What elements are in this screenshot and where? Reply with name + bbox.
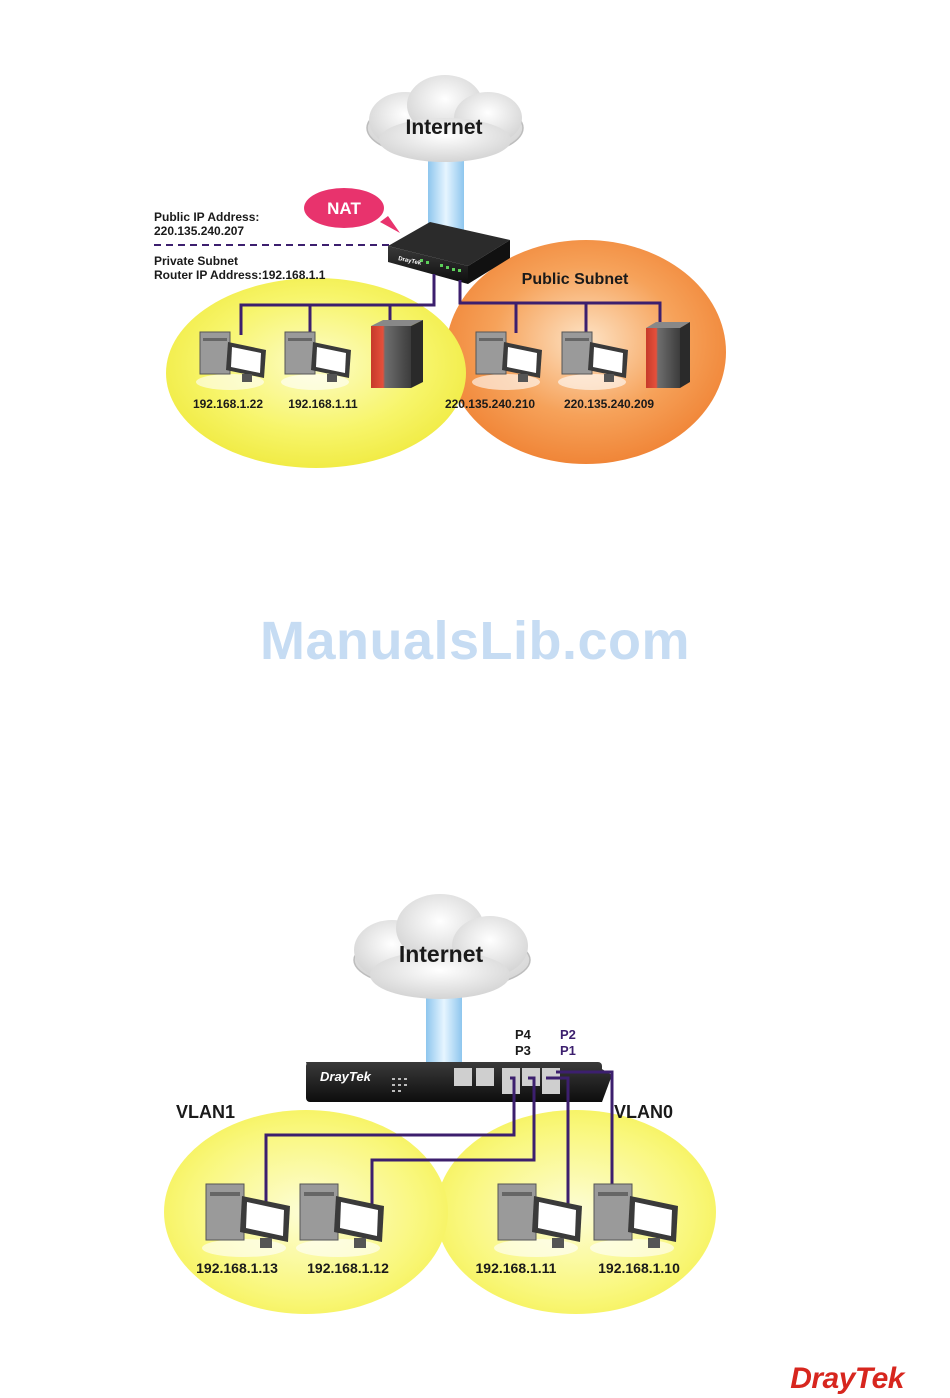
public-subnet-label: Public Subnet xyxy=(522,271,629,288)
host-label: 192.168.1.22 xyxy=(193,397,263,411)
draytek-logo: DrayTek xyxy=(790,1362,904,1396)
host-label: 192.168.1.11 xyxy=(476,1260,557,1276)
router-brand: DrayTek xyxy=(320,1069,372,1084)
diagram-nat: Internet NAT Public IP Address: 220.135.… xyxy=(154,75,726,468)
port-label-p1: P1 xyxy=(560,1043,576,1058)
port-label-p3: P3 xyxy=(515,1043,531,1058)
router-icon: DrayTek xyxy=(306,1062,612,1102)
host-label: 192.168.1.12 xyxy=(307,1260,389,1276)
nat-label: NAT xyxy=(327,199,361,218)
internet-beam xyxy=(426,990,462,1070)
cloud-label: Internet xyxy=(399,941,484,967)
diagram-vlan: Internet DrayTek P4 P3 P2 xyxy=(164,894,716,1314)
public-ip-value: 220.135.240.207 xyxy=(154,224,244,238)
router-ip-label: Router IP Address:192.168.1.1 xyxy=(154,268,326,282)
cloud-label: Internet xyxy=(405,116,482,139)
port-label-p4: P4 xyxy=(515,1027,532,1042)
vlan1-label: VLAN1 xyxy=(176,1102,235,1122)
host-label: 220.135.240.210 xyxy=(445,397,535,411)
private-subnet-label: Private Subnet xyxy=(154,254,238,268)
host-label: 220.135.240.209 xyxy=(564,397,654,411)
watermark: ManualsLib.com xyxy=(0,610,950,672)
host-label: 192.168.1.13 xyxy=(196,1260,278,1276)
host-label: 192.168.1.10 xyxy=(598,1260,680,1276)
vlan0-label: VLAN0 xyxy=(614,1102,673,1122)
server-icon xyxy=(371,320,423,388)
port-label-p2: P2 xyxy=(560,1027,576,1042)
host-label: 192.168.1.11 xyxy=(288,397,358,411)
public-ip-label: Public IP Address: xyxy=(154,210,259,224)
server-icon xyxy=(646,322,690,388)
internet-beam xyxy=(428,160,464,230)
